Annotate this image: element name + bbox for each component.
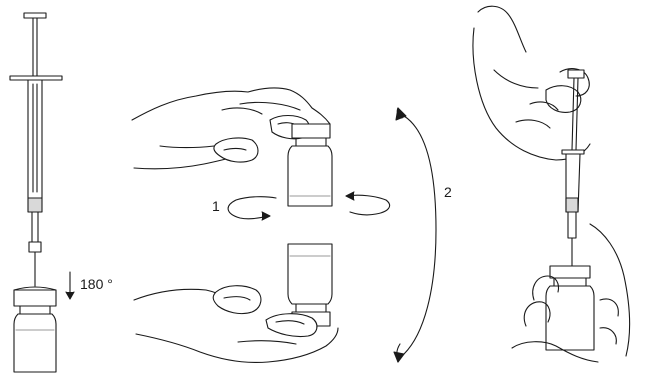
hand-right-bottom [511,223,631,363]
rotate-arrow-left [227,196,277,221]
step-1-label: 1 [212,198,220,214]
hand-bottom [133,285,339,364]
rotate-arrow-right [345,191,391,216]
vial-inverted-right [545,265,595,351]
flip-arrow [393,107,437,363]
syringe-right [561,69,585,269]
syringe-left [9,12,63,287]
vial-inverted-top [287,123,333,207]
vial-upright-left [13,286,57,373]
rotate-180-arrow [65,271,75,300]
step-2-label: 2 [444,184,452,200]
rotation-angle-label: 180 ° [80,276,113,292]
